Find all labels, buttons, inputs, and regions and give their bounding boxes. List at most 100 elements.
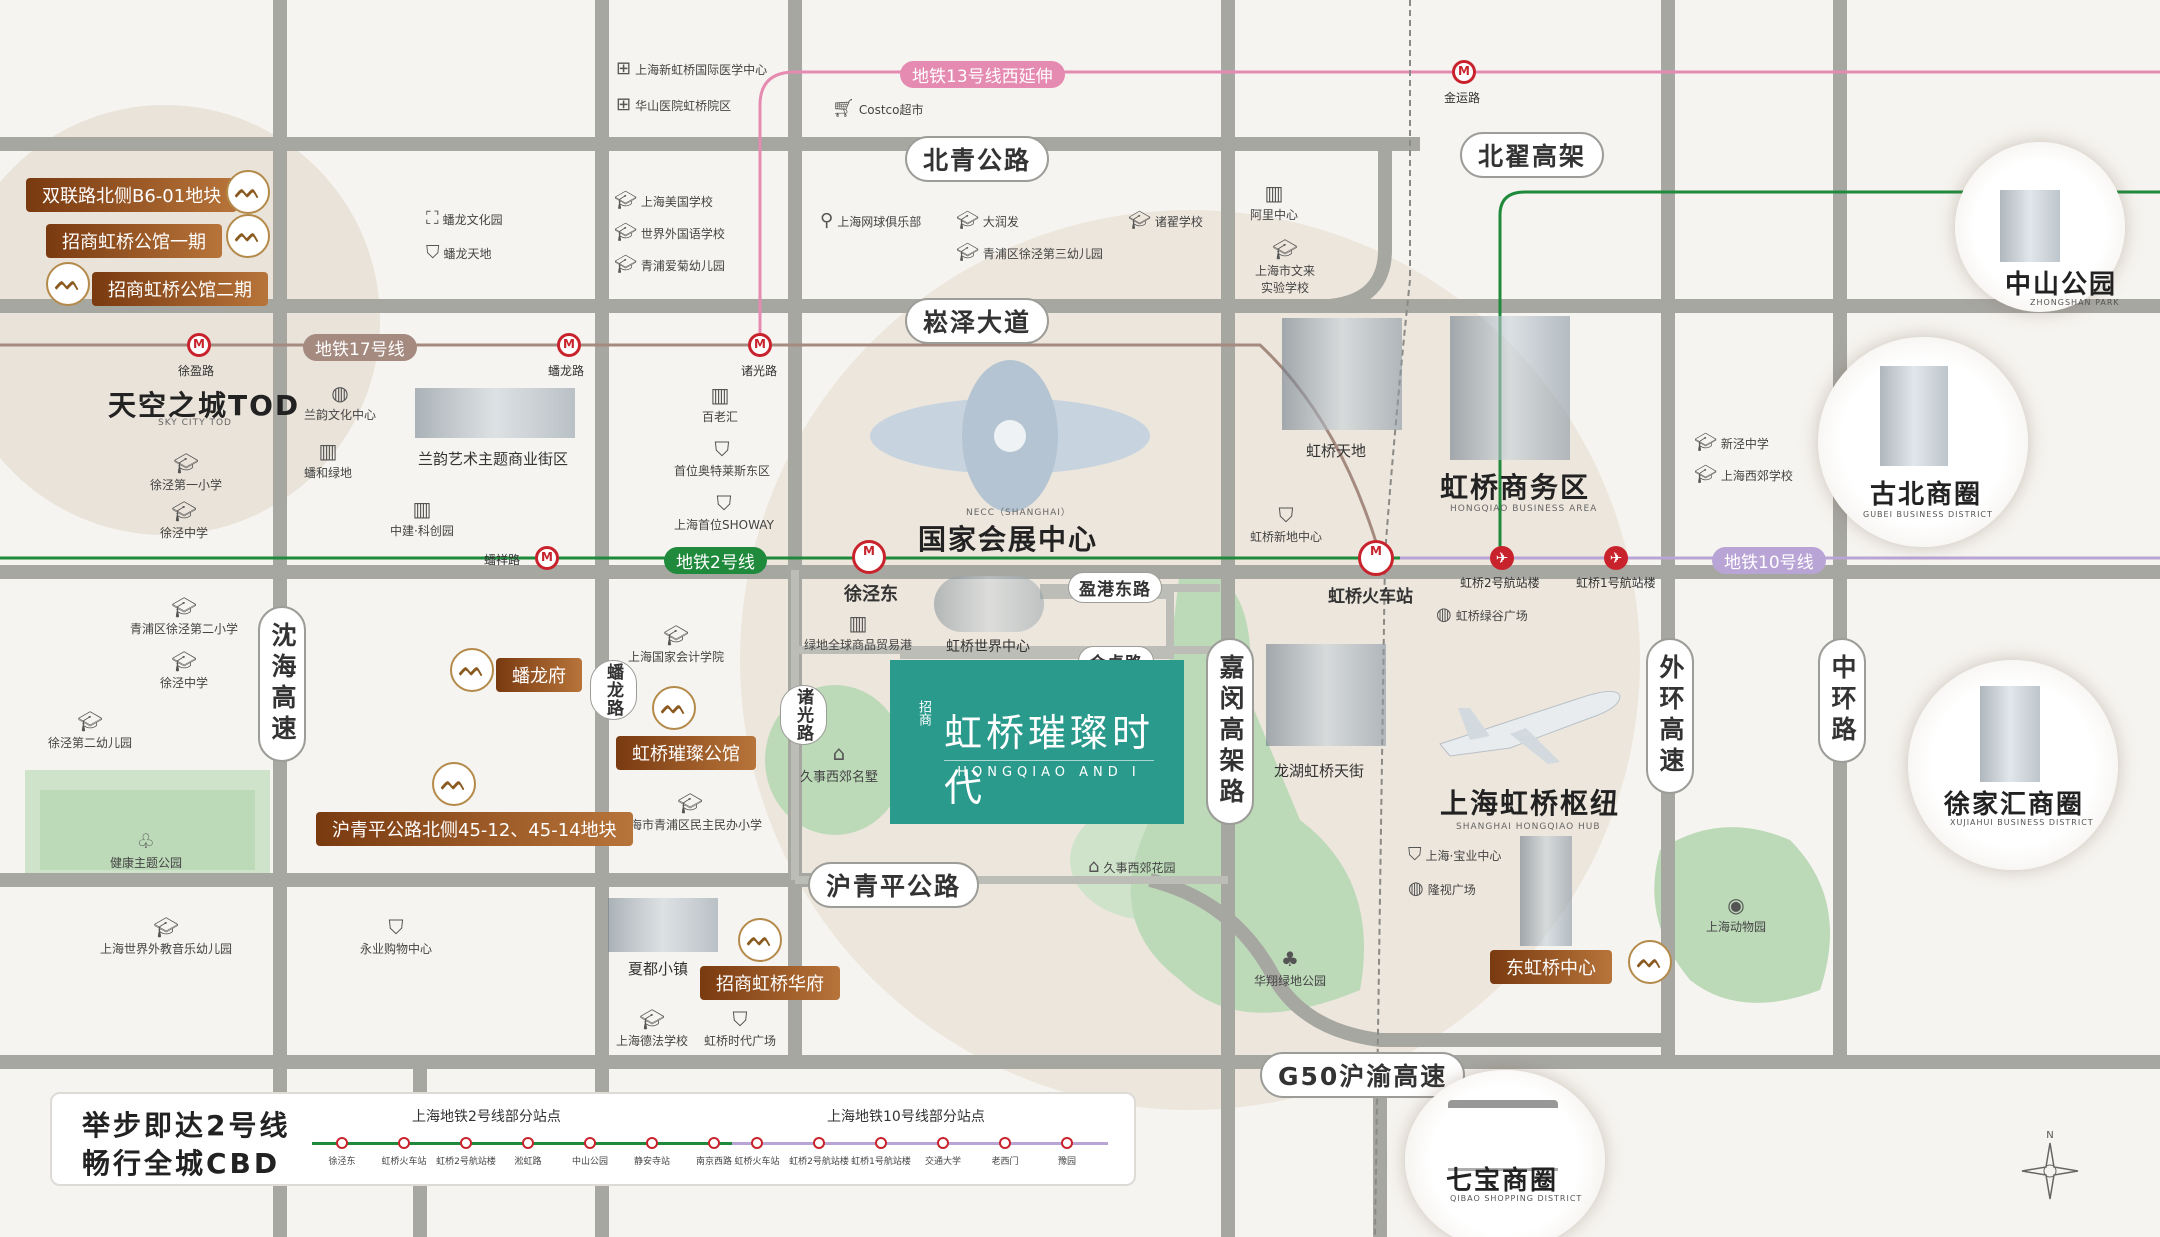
- poi-german-school[interactable]: 🎓︎上海德法学校: [616, 1008, 688, 1049]
- poi-showay[interactable]: ⛉ 上海首位SHOWAY: [674, 492, 774, 533]
- poi-xujing-middle[interactable]: 🎓︎徐泾中学: [160, 500, 208, 541]
- poi-xujing2-primary[interactable]: 🎓︎青浦区徐泾第二小学: [130, 596, 238, 637]
- poi-darunfa[interactable]: 🎓︎大润发: [956, 210, 1019, 232]
- poi-panhe[interactable]: ▥蟠和绿地: [304, 440, 352, 481]
- poi-tennis[interactable]: ⚲上海网球俱乐部: [820, 210, 921, 232]
- poi-health-park[interactable]: ♧健康主题公园: [110, 830, 182, 871]
- plane-icon[interactable]: ✈: [1604, 546, 1628, 570]
- metro-station-icon[interactable]: [748, 333, 772, 357]
- poi-label: 上海德法学校: [616, 1034, 689, 1048]
- metro-station-icon-large[interactable]: [852, 540, 886, 574]
- poi-accounting[interactable]: 🎓︎上海国家会计学院: [628, 624, 724, 665]
- poi-label: 蟠龙天地: [443, 246, 492, 261]
- project-panlongfu[interactable]: 蟠龙府: [496, 658, 582, 692]
- school-icon: 🎓︎: [171, 649, 197, 673]
- poi-jiushi-west[interactable]: ⌂久事西郊名墅: [800, 742, 878, 785]
- poi-lanyun-culture[interactable]: ◍兰韵文化中心: [304, 382, 376, 423]
- poi-xujing-middle2[interactable]: 🎓︎徐泾中学: [160, 650, 208, 691]
- poi-world-foreign[interactable]: 🎓︎世界外国语学校: [614, 222, 725, 244]
- poi-minzhu[interactable]: 🎓︎上海市青浦区民主民办小学: [618, 792, 762, 833]
- poi-world-center[interactable]: 虹桥世界中心: [946, 639, 1030, 655]
- poi-zhuzhai[interactable]: 🎓︎诸翟学校: [1128, 210, 1203, 232]
- poi-xujing3[interactable]: 🎓︎青浦区徐泾第三幼儿园: [956, 242, 1103, 264]
- tennis-icon: ⚲: [820, 210, 834, 231]
- station-zhuguang: 诸光路: [741, 364, 778, 378]
- necc-sub: NECC（SHANGHAI）: [966, 508, 1071, 518]
- poi-label: 阿里中心: [1250, 208, 1299, 222]
- project-cuican[interactable]: 虹桥璀璨公馆: [616, 736, 756, 770]
- poi-american-school[interactable]: 🎓︎上海美国学校: [614, 190, 713, 212]
- legend-line10-station: 豫园: [1057, 1157, 1077, 1167]
- longhu-buildings: [1266, 644, 1386, 746]
- station-t2: 虹桥2号航站楼: [1460, 576, 1540, 590]
- compass: N: [2020, 1130, 2080, 1210]
- poi-lvgu[interactable]: ◍虹桥绿谷广场: [1436, 604, 1528, 626]
- poi-bailaohui[interactable]: ▥百老汇: [702, 384, 738, 425]
- station-hongqiao-rail: 虹桥火车站: [1328, 587, 1413, 607]
- poi-lanyun-art[interactable]: 兰韵艺术主题商业街区: [418, 450, 569, 468]
- poi-longhu[interactable]: 龙湖虹桥天街: [1274, 762, 1365, 780]
- poi-west-suburb[interactable]: 🎓︎上海西郊学校: [1694, 464, 1793, 486]
- road-label-yinggang: 盈港东路: [1068, 572, 1162, 603]
- poi-label: 上海首位SHOWAY: [674, 518, 774, 532]
- poi-huaxiang[interactable]: ♣华翔绿地公园: [1254, 948, 1326, 989]
- school-icon: 🎓︎: [663, 623, 689, 647]
- legend-line2-station: 徐泾东: [328, 1157, 356, 1167]
- poi-baoye[interactable]: ⛉上海·宝业中心: [1408, 844, 1501, 866]
- metro-station-icon[interactable]: [557, 333, 581, 357]
- panda-icon: ◉: [1727, 893, 1745, 917]
- necc-name: 国家会展中心: [918, 523, 1099, 556]
- poi-greenland-trade[interactable]: ▥绿地全球商品贸易港: [804, 612, 912, 653]
- project-gongguan1[interactable]: 招商虹桥公馆一期: [46, 224, 222, 258]
- legend-line2-dot: [460, 1137, 472, 1149]
- poi-qingpu-aiqi[interactable]: 🎓︎青浦爱菊幼儿园: [614, 254, 725, 276]
- poi-yongye[interactable]: ⛉永业购物中心: [360, 916, 432, 957]
- metro-station-icon[interactable]: [187, 333, 211, 357]
- poi-longshi[interactable]: ◍隆视广场: [1408, 878, 1476, 900]
- plane-icon[interactable]: ✈: [1490, 546, 1514, 570]
- poi-xujing1[interactable]: 🎓︎徐泾第一小学: [150, 452, 222, 493]
- project-huafu[interactable]: 招商虹桥华府: [700, 966, 840, 1000]
- poi-outlets[interactable]: ⛉首位奥特莱斯东区: [674, 438, 770, 479]
- poi-alibaba[interactable]: ▥阿里中心: [1250, 182, 1298, 223]
- poi-xiadu[interactable]: 夏都小镇: [628, 960, 689, 978]
- poi-panlong-tiandi[interactable]: ⛉蟠龙天地: [426, 242, 492, 264]
- xujiahui-tower: [1980, 686, 2040, 782]
- project-b6[interactable]: 双联路北侧B6-01地块: [26, 178, 238, 212]
- rail-station-icon[interactable]: [1358, 540, 1394, 576]
- cart-icon: 🛒︎: [832, 98, 855, 119]
- legend-line2-station: 虹桥火车站: [381, 1157, 427, 1167]
- line10-label: 地铁10号线: [1712, 547, 1826, 574]
- road-label-waihuan: 外环高速: [1646, 638, 1694, 794]
- metro-station-icon[interactable]: [1452, 60, 1476, 84]
- poi-zhongjian[interactable]: ▥中建·科创园: [390, 498, 454, 539]
- metro-station-icon[interactable]: [535, 546, 559, 570]
- poi-wenlai[interactable]: 🎓︎上海市文来实验学校: [1250, 238, 1320, 296]
- legend-line2-dot: [646, 1137, 658, 1149]
- project-east-center[interactable]: 东虹桥中心: [1490, 950, 1612, 984]
- main-project-block[interactable]: 招商 虹桥璀璨时代 HONGQIAO AND I: [890, 660, 1184, 824]
- poi-world-edu[interactable]: 🎓︎上海世界外教音乐幼儿园: [100, 916, 232, 957]
- project-gongguan2[interactable]: 招商虹桥公馆二期: [92, 272, 268, 306]
- project-huqing-plot[interactable]: 沪青平公路北侧45-12、45-14地块: [316, 812, 633, 846]
- school-icon: 🎓︎: [677, 791, 703, 815]
- rail-line: [1374, 0, 1411, 1237]
- poi-xujing2-kinder[interactable]: 🎓︎徐泾第二幼儿园: [48, 710, 132, 751]
- poi-panlong-park[interactable]: ⛶蟠龙文化园: [426, 208, 503, 230]
- poi-zoo[interactable]: ◉上海动物园: [1706, 894, 1766, 935]
- poi-xinjing[interactable]: 🎓︎新泾中学: [1694, 432, 1769, 454]
- shopping-icon: ⛉: [716, 491, 732, 515]
- legend-line2-station: 静安寺站: [633, 1157, 671, 1167]
- poi-hongqiao-era[interactable]: ⛉虹桥时代广场: [704, 1008, 776, 1049]
- district-qibao[interactable]: [1405, 1070, 1605, 1237]
- poi-huashan[interactable]: ⊞华山医院虹桥院区: [616, 94, 731, 116]
- poi-jiushi-garden[interactable]: ⌂久事西郊花园: [1088, 856, 1175, 878]
- poi-hongqiao-xindi[interactable]: ⛉虹桥新地中心: [1250, 504, 1322, 545]
- poi-costco[interactable]: 🛒︎Costco超市: [832, 98, 923, 120]
- poi-hongqiao-tiandi[interactable]: 虹桥天地: [1306, 442, 1367, 460]
- poi-medical[interactable]: ⊞上海新虹桥国际医学中心: [616, 58, 767, 80]
- school-icon: 🎓︎: [77, 709, 103, 733]
